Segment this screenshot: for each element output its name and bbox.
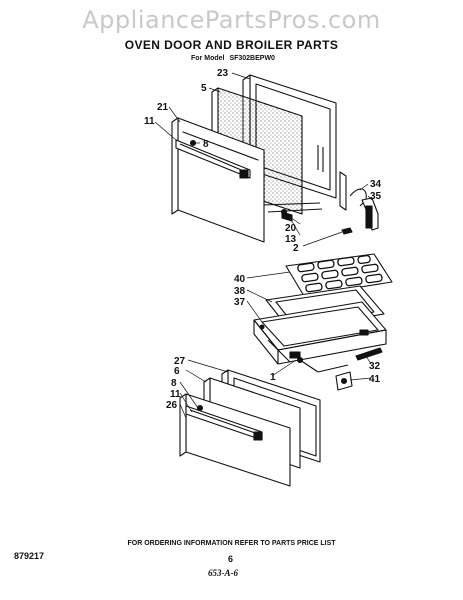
handwritten-note: 653-A-6 — [208, 568, 238, 578]
broiler-rail — [355, 347, 383, 361]
callout-8-broiler: 8 — [171, 378, 177, 389]
callout-2: 2 — [293, 243, 299, 254]
model-number: SF302BEPW0 — [229, 55, 275, 62]
door-screws — [280, 208, 353, 235]
callout-11-broiler: 11 — [170, 389, 181, 400]
callout-32: 32 — [369, 361, 381, 372]
callout-37: 37 — [234, 297, 246, 308]
page-number: 6 — [228, 554, 234, 564]
broiler-drawer — [253, 301, 387, 373]
door-hinge-assembly — [339, 171, 379, 231]
model-line: For Model SF302BEPW0 — [0, 55, 463, 62]
callout-1: 1 — [270, 372, 276, 383]
callout-21: 21 — [157, 102, 169, 113]
callout-34: 34 — [370, 179, 382, 190]
model-label: For Model — [191, 55, 225, 62]
leader-lines — [154, 72, 373, 419]
callout-26: 26 — [166, 400, 178, 411]
callout-35: 35 — [370, 191, 382, 202]
watermark: AppliancePartsPros.com — [82, 6, 381, 34]
callout-38: 38 — [234, 286, 246, 297]
diagram-title: OVEN DOOR AND BROILER PARTS — [124, 38, 339, 52]
callout-40: 40 — [234, 274, 246, 285]
callout-8: 8 — [203, 139, 209, 150]
broiler-door-handle — [185, 404, 263, 441]
callout-20: 20 — [285, 223, 297, 234]
callout-5: 5 — [201, 83, 207, 94]
catalog-code: 879217 — [14, 551, 45, 561]
callout-11: 11 — [144, 116, 155, 127]
callout-labels: 23 5 21 11 8 34 35 20 13 2 40 38 37 32 1… — [144, 68, 382, 411]
callout-27: 27 — [174, 356, 186, 367]
callout-13: 13 — [285, 234, 297, 245]
oven-door-handle — [175, 139, 251, 179]
callout-6: 6 — [174, 366, 180, 377]
callout-23: 23 — [217, 68, 229, 79]
drawer-bracket — [335, 371, 353, 391]
callout-41: 41 — [369, 374, 381, 385]
ordering-info: FOR ORDERING INFORMATION REFER TO PARTS … — [127, 540, 336, 547]
broiler-grid — [285, 253, 393, 297]
